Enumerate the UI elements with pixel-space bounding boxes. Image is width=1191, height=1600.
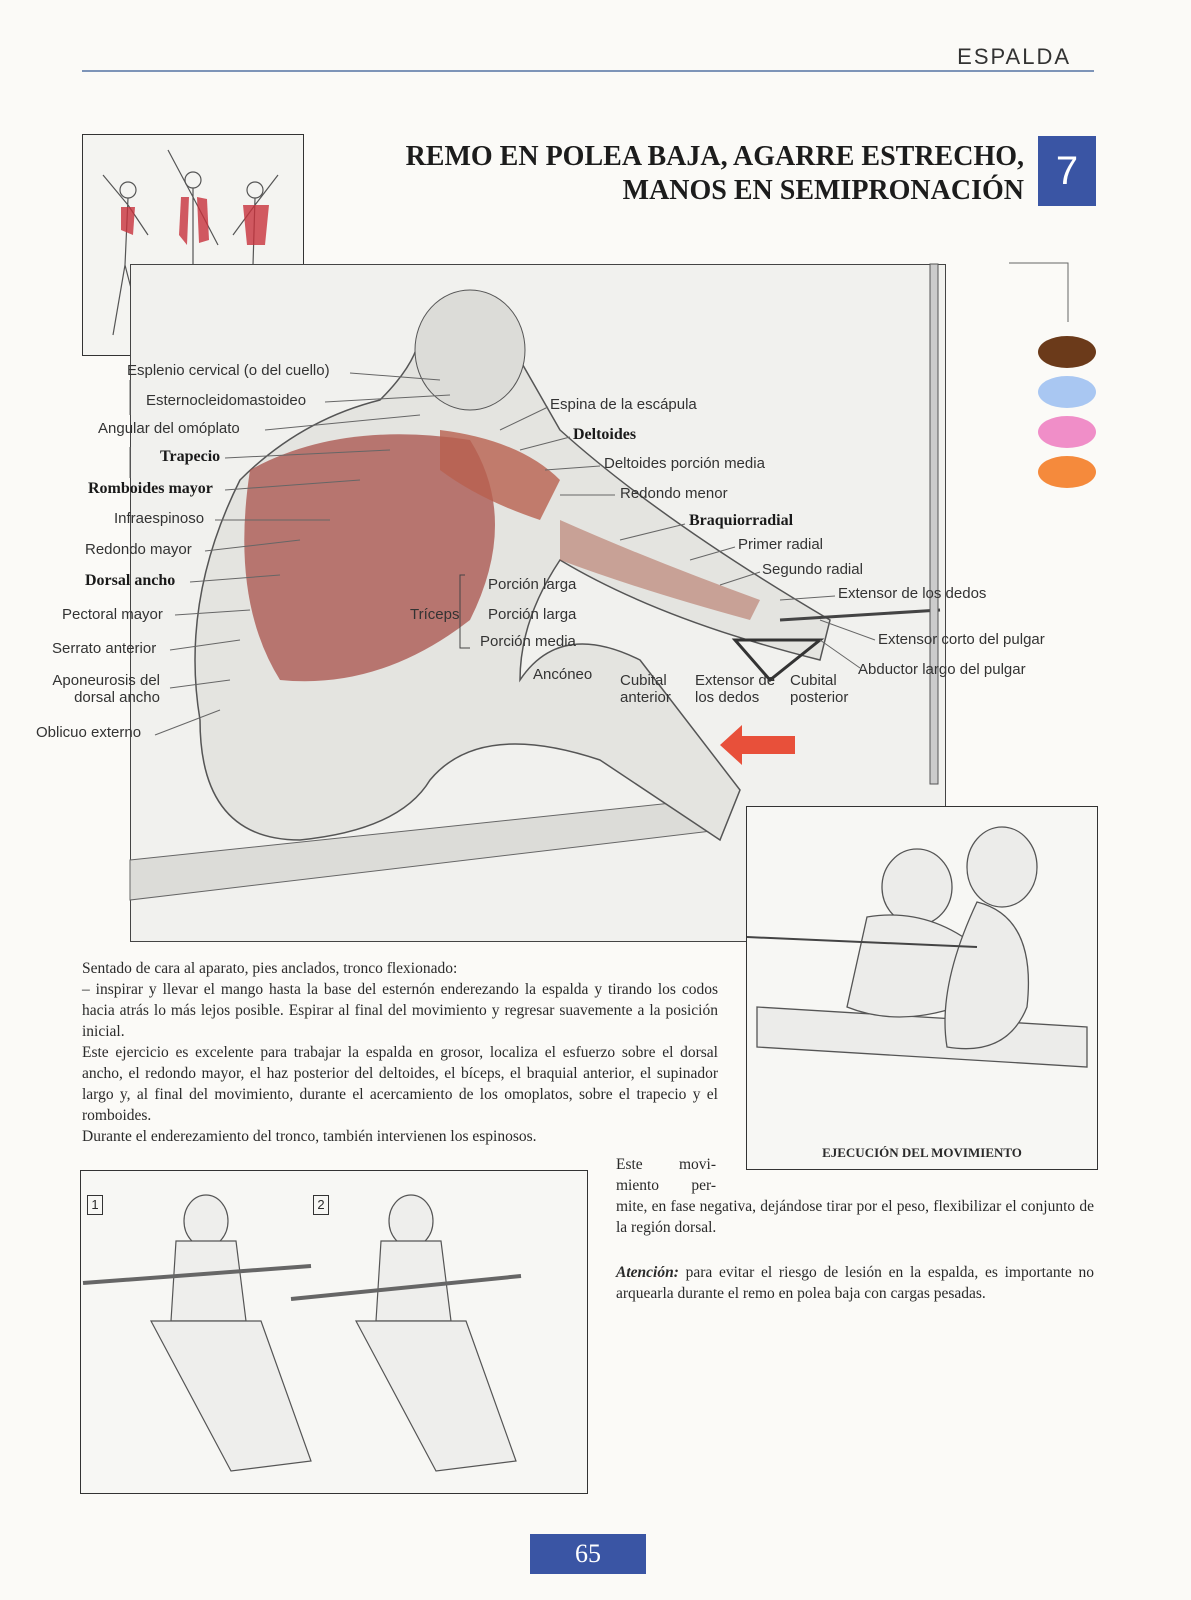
legend-dot-pink [1038, 416, 1096, 448]
exercise-number-badge: 7 [1038, 136, 1096, 206]
label-porcion-larga-1: Porción larga [488, 576, 577, 593]
steps-illustration [82, 1194, 522, 1472]
paragraph-5-rest: mite, en fase negativa, dejándose tirar … [616, 1198, 1094, 1236]
label-serrato-anterior: Serrato anterior [52, 640, 157, 657]
label-extensor-dedos-right: Extensor de los dedos [838, 585, 987, 602]
title-line-2: MANOS EN SEMIPRONACIÓN [622, 175, 1024, 206]
execution-caption: EJECUCIÓN DEL MOVIMIENTO [822, 1145, 1022, 1160]
section-header: ESPALDA [957, 44, 1071, 69]
paragraph-5-line1: Este movi- [616, 1156, 716, 1173]
header-rule [82, 70, 1094, 72]
label-abductor-largo-pulgar: Abductor largo del pulgar [858, 661, 1026, 678]
label-triceps: Tríceps [410, 606, 460, 623]
paragraph-5-line2: miento per- [616, 1177, 716, 1194]
paragraph-1: Sentado de cara al aparato, pies anclado… [82, 960, 458, 977]
page-number: 65 [530, 1534, 646, 1574]
label-aponeurosis-line2: dorsal ancho [74, 689, 160, 706]
paragraph-3: Este ejercicio es excelente para trabaja… [82, 1044, 718, 1124]
paragraph-2: – inspirar y llevar el mango hasta la ba… [82, 981, 718, 1040]
label-angular-omoplato: Angular del omóplato [98, 420, 240, 437]
label-braquiorradial: Braquiorradial [689, 512, 794, 529]
label-aponeurosis-line1: Aponeurosis del [52, 672, 160, 689]
label-esternocleidomastoideo: Esternocleidomastoideo [146, 392, 307, 409]
attention-label: Atención: [616, 1264, 679, 1281]
description-text: Sentado de cara al aparato, pies anclado… [82, 958, 718, 1147]
label-romboides-mayor: Romboides mayor [88, 480, 213, 497]
label-porcion-larga-2: Porción larga [488, 606, 577, 623]
label-primer-radial: Primer radial [738, 536, 824, 553]
label-cubital-anterior: Cubital anterior [620, 672, 671, 706]
paragraph-4: Durante el enderezamiento del tronco, ta… [82, 1128, 537, 1145]
label-oblicuo-externo: Oblicuo externo [36, 724, 142, 741]
label-espina-escapula: Espina de la escápula [550, 396, 697, 413]
step-1-marker: 1 [87, 1195, 103, 1215]
execution-illustration [747, 826, 1088, 1068]
label-redondo-mayor: Redondo mayor [85, 541, 192, 558]
label-extensor-corto-pulgar: Extensor corto del pulgar [878, 631, 1045, 648]
color-legend-connector [1009, 262, 1069, 322]
label-esplenio-cervical: Esplenio cervical (o del cuello) [127, 362, 330, 379]
step-2-marker: 2 [313, 1195, 329, 1215]
legend-dot-lightblue [1038, 376, 1096, 408]
legend-dot-orange [1038, 456, 1096, 488]
label-extensor-dedos-center: Extensor de los dedos [695, 672, 775, 706]
label-anconeo: Ancóneo [533, 666, 593, 683]
attention-note: Atención: para evitar el riesgo de lesió… [616, 1262, 1094, 1304]
label-porcion-media: Porción media [480, 633, 576, 650]
label-pectoral-mayor: Pectoral mayor [62, 606, 163, 623]
execution-figure: EJECUCIÓN DEL MOVIMIENTO [746, 806, 1098, 1170]
label-deltoides-media: Deltoides porción media [604, 455, 765, 472]
label-aponeurosis-dorsal: Aponeurosis del dorsal ancho [45, 672, 160, 706]
label-cubital-posterior: Cubital posterior [790, 672, 848, 706]
label-extensor-dedos-line1: Extensor de [695, 672, 776, 689]
label-cubital-anterior-line2: anterior [620, 689, 671, 706]
exercise-title: REMO EN POLEA BAJA, AGARRE ESTRECHO, MAN… [360, 140, 1024, 208]
label-extensor-dedos-line2: los dedos [695, 689, 760, 706]
label-redondo-menor: Redondo menor [620, 485, 728, 502]
label-cubital-posterior-line2: posterior [790, 689, 849, 706]
legend-dot-brown [1038, 336, 1096, 368]
title-line-1: REMO EN POLEA BAJA, AGARRE ESTRECHO, [405, 141, 1024, 172]
attention-text: para evitar el riesgo de lesión en la es… [616, 1264, 1094, 1302]
paragraph-5-start: Este movi- miento per- [616, 1154, 716, 1196]
label-dorsal-ancho: Dorsal ancho [85, 572, 176, 589]
label-segundo-radial: Segundo radial [762, 561, 863, 578]
label-infraespinoso: Infraespinoso [114, 510, 205, 527]
label-trapecio: Trapecio [160, 448, 221, 465]
steps-figure: 1 2 [80, 1170, 588, 1494]
label-cubital-anterior-line1: Cubital [620, 672, 667, 689]
label-cubital-posterior-line1: Cubital [790, 672, 837, 689]
label-deltoides: Deltoides [573, 426, 637, 443]
